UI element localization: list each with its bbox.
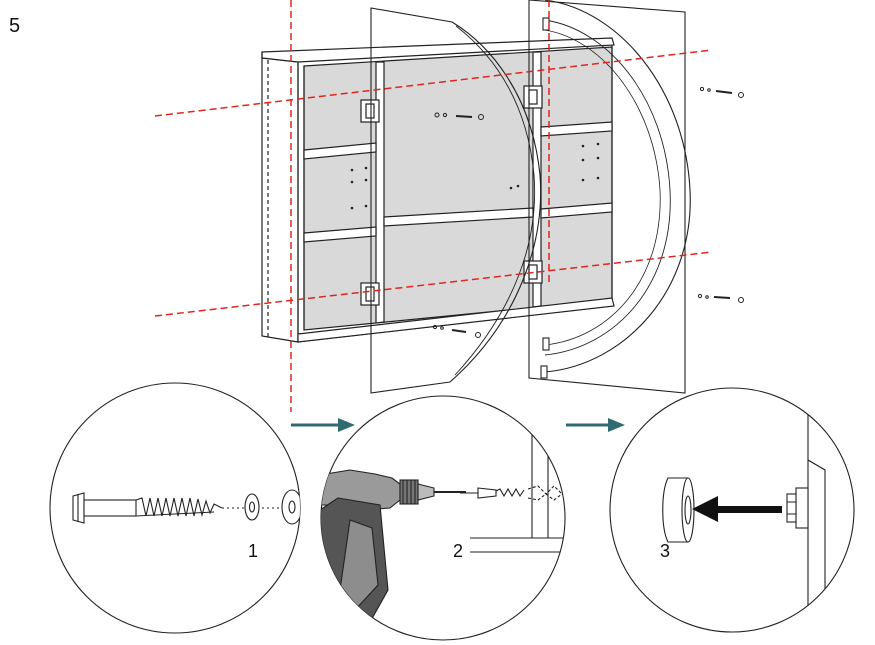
wall-anchor-icon — [281, 489, 300, 525]
detail-label-1: 1 — [248, 541, 258, 561]
shelf-left-lower — [303, 226, 377, 243]
detail-circle-2: 2 — [320, 395, 566, 641]
cap-icon — [662, 477, 695, 543]
hardware-set-right-bottom — [697, 293, 744, 303]
shelf-left-upper — [303, 142, 377, 160]
next-step-arrow-2 — [566, 418, 625, 432]
hinge-top-left — [360, 99, 380, 123]
guide-lines — [154, 0, 713, 412]
hardware-set-center-top — [434, 112, 484, 120]
right-door-panel — [528, 0, 691, 394]
hinge-top-right — [523, 85, 543, 109]
next-step-arrow-1 — [291, 418, 355, 432]
hardware-set-right-top — [699, 86, 744, 98]
detail-label-3: 3 — [660, 541, 670, 561]
washer-icon — [244, 493, 260, 521]
cabinet-back — [303, 46, 613, 331]
shelf-right-upper — [540, 121, 613, 137]
hardware-set-center-bottom — [432, 324, 481, 338]
detail-label-2: 2 — [453, 541, 463, 561]
detail-circle-1: 1 — [49, 382, 301, 634]
shelf-right-lower — [540, 202, 613, 219]
wall-anchor-icon — [460, 487, 525, 499]
guide-line-upper — [154, 49, 713, 117]
hinge-bottom-left — [360, 282, 380, 306]
cabinet-bottom — [297, 297, 615, 343]
push-arrow-icon — [692, 496, 782, 522]
wall-anchor-icon — [527, 485, 565, 501]
cabinet — [261, 37, 615, 343]
guide-line-lower — [154, 251, 713, 317]
step-number: 5 — [9, 15, 20, 37]
left-door-panel — [370, 7, 542, 394]
detail-circle-3: 3 — [609, 387, 855, 633]
screw-icon — [72, 492, 223, 524]
